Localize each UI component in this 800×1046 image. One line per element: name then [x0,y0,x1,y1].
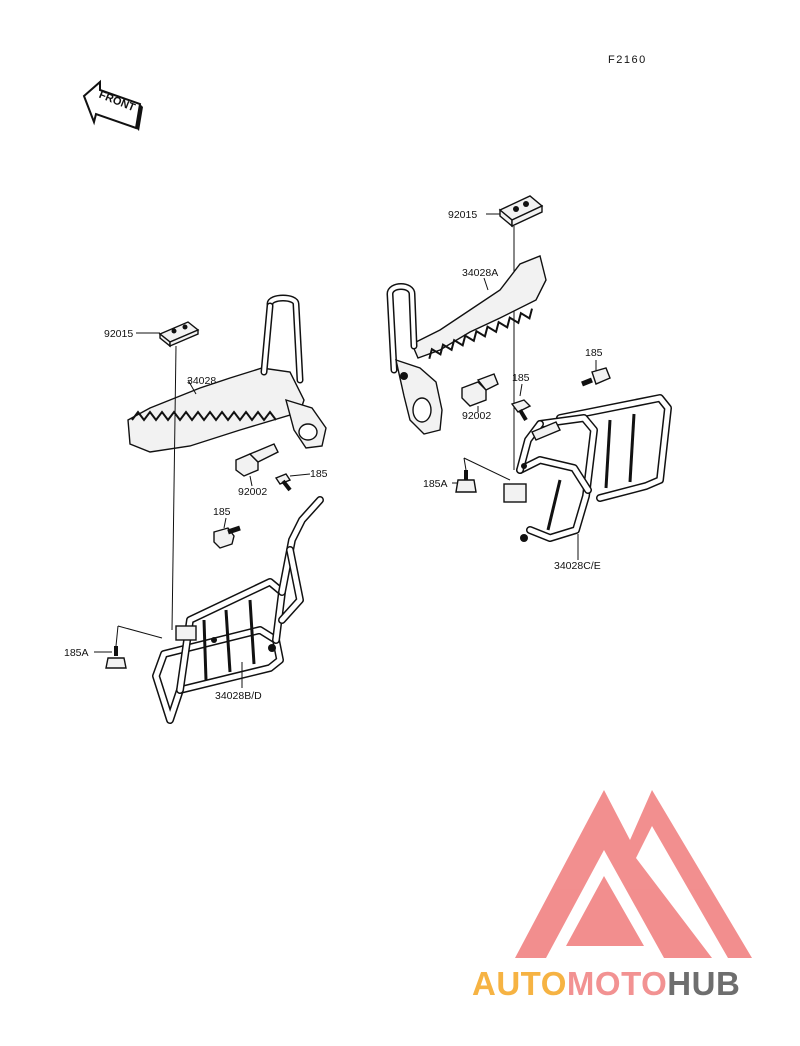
right-guard-34028CE [503,394,672,542]
left-label-pad: 92015 [104,328,133,340]
left-step-34028 [127,294,327,453]
front-arrow-icon: FRONT [82,79,143,131]
right-label-guard: 34028C/E [554,560,601,572]
left-screw-185-left [213,525,241,549]
right-label-pad: 92015 [448,209,477,221]
right-step-34028A [386,255,547,435]
left-label-screw-bottom: 185A [64,647,89,659]
left-label-screw-right: 185 [310,468,328,480]
figure-code: F2160 [608,54,647,66]
right-pad-92015 [498,195,544,228]
logo-text: AUTOMOTOHUB [472,965,740,1002]
logo-triangle-icon [515,790,752,958]
left-screw-185A [105,646,127,669]
left-footrest-assembly: 92015 34028 92002 185 [64,294,328,724]
left-bolt-92002 [235,443,279,477]
right-label-screw-mid: 185 [512,372,530,384]
right-screw-185-mid [510,399,532,422]
right-label-step: 34028A [462,267,498,279]
right-screw-185A [455,470,477,493]
logo-text-moto: MOTO [567,965,667,1002]
right-bolt-92002 [461,373,499,407]
logo-text-hub: HUB [667,965,740,1002]
right-label-screw-left: 185A [423,478,448,490]
left-pad-92015 [158,321,200,348]
left-label-bolt: 92002 [238,486,267,498]
left-screw-185-right [274,473,292,492]
left-label-guard: 34028B/D [215,690,262,702]
right-footrest-assembly: 92015 34028A 92002 185 [386,195,672,572]
automotohub-logo: AUTOMOTOHUB [472,790,752,1002]
right-screw-185-top [581,367,611,387]
left-guard-34028BD [152,496,324,724]
left-label-step: 34028 [187,375,216,387]
logo-text-auto: AUTO [472,965,567,1002]
right-label-bolt: 92002 [462,410,491,422]
left-label-screw-left: 185 [213,506,231,518]
right-label-screw-top: 185 [585,347,603,359]
